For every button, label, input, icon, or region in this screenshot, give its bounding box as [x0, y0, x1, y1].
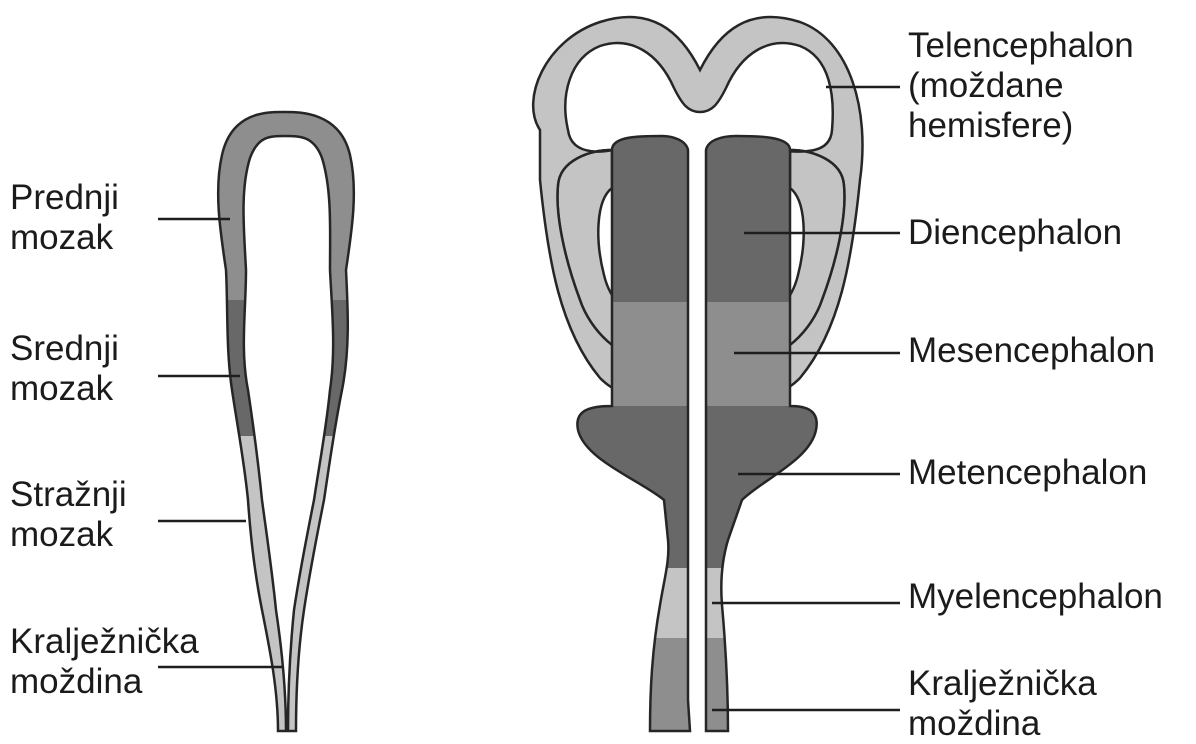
- label-mesencephalon-line1: Mesencephalon: [908, 331, 1155, 371]
- hindbrain-region: [200, 436, 380, 646]
- secondary-brain-vesicles-tube: [560, 130, 840, 743]
- telencephalon-region: [557, 150, 844, 360]
- label-srednji-mozak-line2: mozak: [10, 369, 119, 409]
- label-kraljeznicka-mozdina-right-line1: Kralježnička: [908, 664, 1097, 704]
- label-kraljeznicka-mozdina-left-line2: moždina: [10, 662, 199, 702]
- label-metencephalon-line1: Metencephalon: [908, 453, 1147, 493]
- spinal-cord-region-right: [560, 638, 840, 743]
- label-kraljeznicka-mozdina-left: Kralježnička moždina: [10, 622, 199, 702]
- label-myelencephalon-line1: Myelencephalon: [908, 577, 1163, 617]
- label-telencephalon-line1: Telencephalon: [908, 26, 1134, 66]
- label-prednji-mozak-line2: mozak: [10, 218, 119, 258]
- label-srednji-mozak-line1: Srednji: [10, 329, 119, 369]
- label-diencephalon: Diencephalon: [908, 213, 1122, 253]
- label-kraljeznicka-mozdina-right-line2: moždina: [908, 704, 1097, 744]
- label-mesencephalon: Mesencephalon: [908, 331, 1155, 371]
- label-telencephalon-line2: (moždane: [908, 66, 1134, 106]
- label-kraljeznicka-mozdina-right: Kralježnička moždina: [908, 664, 1097, 744]
- label-kraljeznicka-mozdina-left-line1: Kralježnička: [10, 622, 199, 662]
- label-metencephalon: Metencephalon: [908, 453, 1147, 493]
- label-telencephalon-line3: hemisfere): [908, 106, 1134, 146]
- label-myelencephalon: Myelencephalon: [908, 577, 1163, 617]
- label-diencephalon-line1: Diencephalon: [908, 213, 1122, 253]
- label-prednji-mozak-line1: Prednji: [10, 178, 119, 218]
- label-straznji-mozak-line2: mozak: [10, 515, 127, 555]
- label-srednji-mozak: Srednji mozak: [10, 329, 119, 409]
- label-straznji-mozak: Stražnji mozak: [10, 475, 127, 555]
- label-telencephalon: Telencephalon (moždane hemisfere): [908, 26, 1134, 146]
- label-straznji-mozak-line1: Stražnji: [10, 475, 127, 515]
- label-prednji-mozak: Prednji mozak: [10, 178, 119, 258]
- metencephalon-region: [560, 406, 840, 568]
